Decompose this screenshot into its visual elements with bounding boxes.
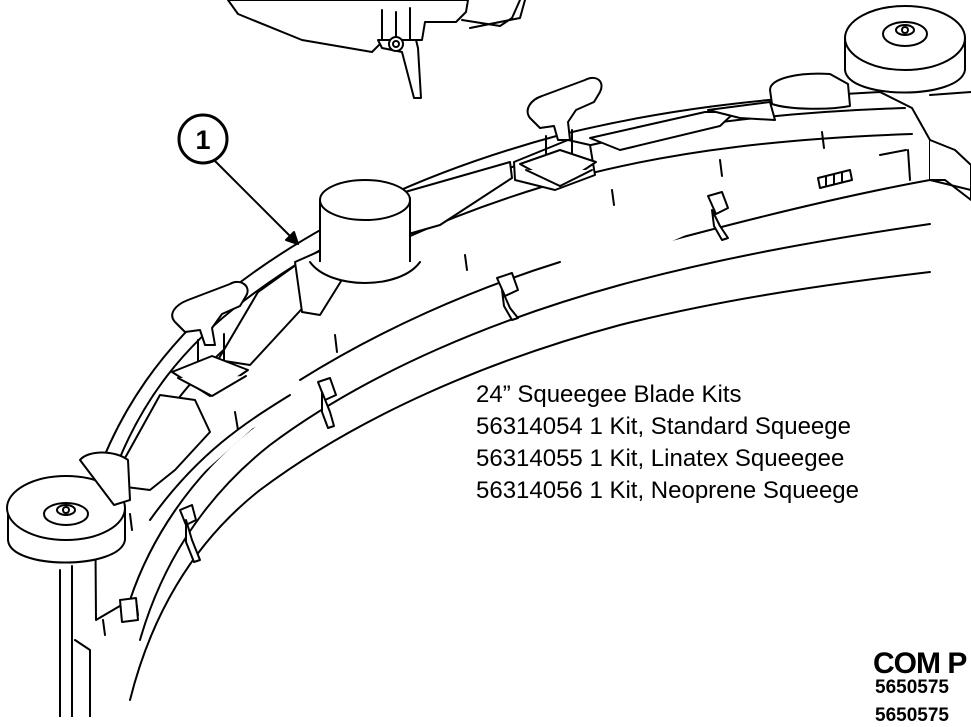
com-item: 5650575 (875, 705, 949, 726)
wing-nut-3 (496, 272, 519, 321)
callout-label: 1 (195, 125, 210, 155)
wing-nut-2 (317, 377, 337, 429)
latch-clip-left (119, 597, 139, 623)
latch-clip (817, 169, 853, 189)
kit-item: 56314054 1 Kit, Standard Squeege (476, 413, 851, 440)
caster-wheel-right (844, 5, 966, 94)
kit-item: 56314055 1 Kit, Linatex Squeegee (476, 445, 845, 472)
wing-nut-4 (707, 191, 729, 241)
kits-title: 24” Squeegee Blade Kits (476, 381, 742, 408)
com-heading: COM P (873, 647, 967, 680)
wing-nut-1 (179, 504, 201, 563)
com-item: 5650575 (875, 677, 949, 698)
vacuum-port-cup (309, 179, 421, 284)
t-handle-knob-left (171, 280, 249, 397)
right-block (769, 72, 851, 110)
callout-1 (177, 113, 299, 245)
kit-item: 56314056 1 Kit, Neoprene Squeege (476, 477, 859, 504)
t-handle-knob-right (519, 76, 603, 187)
caster-wheel-left (6, 451, 131, 717)
upper-housing-bracket (227, 0, 526, 99)
